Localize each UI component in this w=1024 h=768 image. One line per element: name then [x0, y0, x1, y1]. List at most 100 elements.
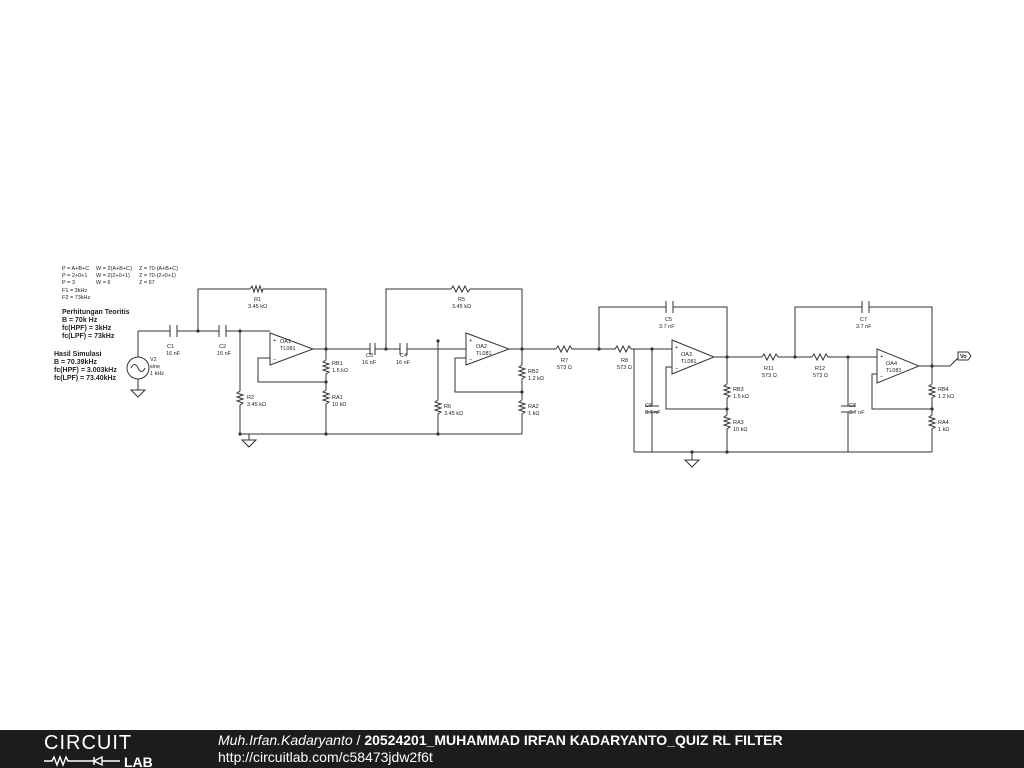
oa2-part: TL081: [476, 351, 492, 357]
c6-name: C6: [645, 403, 652, 409]
footer-bar: CIRCUIT LAB Muh.Irfan.Kadaryanto / 20524…: [0, 730, 1024, 768]
author-link[interactable]: Muh.Irfan.Kadaryanto: [218, 732, 353, 748]
opamp-oa1: + − OA1 TL081: [269, 332, 315, 366]
oa3-name: OA3: [681, 352, 692, 358]
note-f2: F2 = 73kHz: [62, 295, 91, 301]
ra1-name: RA1: [332, 395, 343, 401]
rb1-value: 1.5 kΩ: [332, 368, 348, 374]
capacitor-c2: C2 16 nF: [217, 325, 232, 357]
output-label: Vo: [960, 354, 967, 360]
rb3-name: RB3: [733, 387, 744, 393]
c4-name: C4: [400, 353, 407, 359]
logo-bottom: LAB: [124, 754, 153, 768]
note-f1: F1 = 3kHz: [62, 288, 87, 294]
resistor-r8: R8 573 Ω: [614, 344, 633, 371]
capacitor-c1: C1 16 nF: [166, 325, 181, 357]
resistor-r11: R11 573 Ω: [761, 352, 779, 379]
logo-top: CIRCUIT: [44, 732, 132, 754]
simulation-bandwidth: B = 70.39kHz: [54, 359, 97, 366]
note-p-2: P = 2+0+1: [62, 273, 87, 279]
c7-name: C7: [860, 317, 867, 323]
ra3-value: 10 kΩ: [733, 427, 748, 433]
output-terminal: Vo: [957, 351, 972, 361]
simulation-block: Hasil Simulasi B = 70.39kHz fc(HPF) = 3.…: [54, 351, 117, 382]
r11-value: 573 Ω: [762, 373, 777, 379]
c5-value: 3.7 nF: [659, 324, 675, 330]
simulation-fc-hpf: fc(HPF) = 3.003kHz: [54, 367, 117, 374]
c8-name: C8: [849, 403, 856, 409]
capacitor-c5: C5 3.7 nF: [659, 301, 675, 330]
ra2-value: 1 kΩ: [528, 411, 539, 417]
opamp-oa2: + − OA2 TL081: [465, 332, 511, 366]
rb3-value: 1.5 kΩ: [733, 394, 749, 400]
resistor-r6: R6 3.45 kΩ: [433, 399, 463, 417]
r11-name: R11: [764, 366, 774, 372]
c3-name: C3: [366, 353, 373, 359]
r1-name: R1: [254, 297, 261, 303]
r5-name: R5: [458, 297, 465, 303]
resistor-ra1: RA1 10 kΩ: [321, 389, 347, 408]
ra4-name: RA4: [938, 420, 949, 426]
circuitlab-logo[interactable]: CIRCUIT LAB: [44, 730, 174, 768]
resistor-rb4: RB4 1.2 kΩ: [927, 383, 954, 400]
ra4-value: 1 kΩ: [938, 427, 949, 433]
theory-fc-hpf: fc(HPF) = 3kHz: [62, 325, 112, 332]
ra2-name: RA2: [528, 404, 539, 410]
c8-value: 3.7 nF: [849, 410, 865, 416]
r2-name: R2: [247, 395, 254, 401]
note-w-2: W = 2(2+0+1): [96, 273, 130, 279]
resistor-rb1: RB1 1.5 kΩ: [321, 359, 348, 376]
resistor-ra3: RA3 10 kΩ: [722, 414, 748, 433]
r7-name: R7: [561, 358, 568, 364]
c6-value: 3.7 nF: [645, 410, 661, 416]
note-p-1: P = A+B+C: [62, 266, 89, 272]
opamp-oa3: + − OA3 TL081: [671, 339, 716, 375]
r2-value: 3.45 kΩ: [247, 402, 266, 408]
resistor-r12: R12 573 Ω: [811, 352, 830, 379]
oa2-plus: +: [469, 338, 472, 344]
resistor-rb3: RB3 1.5 kΩ: [722, 383, 749, 400]
r1-value: 3.45 kΩ: [248, 304, 267, 310]
theory-heading: Perhitungan Teoritis: [62, 309, 130, 316]
oa4-part: TL081: [886, 368, 902, 374]
rb4-value: 1.2 kΩ: [938, 394, 954, 400]
junction-dots: [196, 329, 934, 454]
resistor-r1: R1 3.45 kΩ: [248, 284, 267, 310]
theory-block: Perhitungan Teoritis B = 70k Hz fc(HPF) …: [62, 309, 130, 340]
c5-name: C5: [665, 317, 672, 323]
resistor-r7: R7 573 Ω: [555, 344, 574, 371]
theory-fc-lpf: fc(LPF) = 73kHz: [62, 333, 115, 340]
c2-value: 16 nF: [217, 351, 232, 357]
rb4-name: RB4: [938, 387, 949, 393]
ra1-value: 10 kΩ: [332, 402, 347, 408]
circuit-title[interactable]: 20524201_MUHAMMAD IRFAN KADARYANTO_QUIZ …: [364, 732, 783, 748]
oa1-plus: +: [273, 338, 276, 344]
rb1-name: RB1: [332, 361, 343, 367]
oa3-part: TL081: [681, 359, 697, 365]
c1-name: C1: [167, 344, 174, 350]
c4-value: 16 nF: [396, 360, 411, 366]
simulation-heading: Hasil Simulasi: [54, 351, 102, 358]
simulation-fc-lpf: fc(LPF) = 73.40kHz: [54, 375, 117, 382]
v2-type: sine: [150, 364, 160, 370]
oa1-minus: −: [273, 357, 276, 363]
note-z-1: Z = 70-(A+B+C): [139, 266, 178, 272]
oa3-minus: −: [675, 366, 678, 372]
circuit-url[interactable]: http://circuitlab.com/c58473jdw2f6t: [218, 749, 433, 765]
r5-value: 3.45 kΩ: [452, 304, 471, 310]
resistor-ra4: RA4 1 kΩ: [927, 414, 949, 433]
r8-value: 573 Ω: [617, 365, 632, 371]
theory-bandwidth: B = 70k Hz: [62, 317, 98, 324]
r12-name: R12: [815, 366, 825, 372]
oa2-name: OA2: [476, 344, 487, 350]
r7-value: 573 Ω: [557, 365, 572, 371]
r6-value: 3.45 kΩ: [444, 411, 463, 417]
oa3-plus: +: [675, 345, 678, 351]
c1-value: 16 nF: [166, 351, 181, 357]
r8-name: R8: [621, 358, 628, 364]
resistor-rb2: RB2 1.2 kΩ: [517, 364, 544, 383]
resistor-ra2: RA2 1 kΩ: [517, 399, 539, 417]
v2-value: 1 kHz: [150, 371, 164, 377]
calculation-notes: P = A+B+C P = 2+0+1 P = 3 W = 2(A+B+C) W…: [62, 266, 178, 301]
c2-name: C2: [219, 344, 226, 350]
